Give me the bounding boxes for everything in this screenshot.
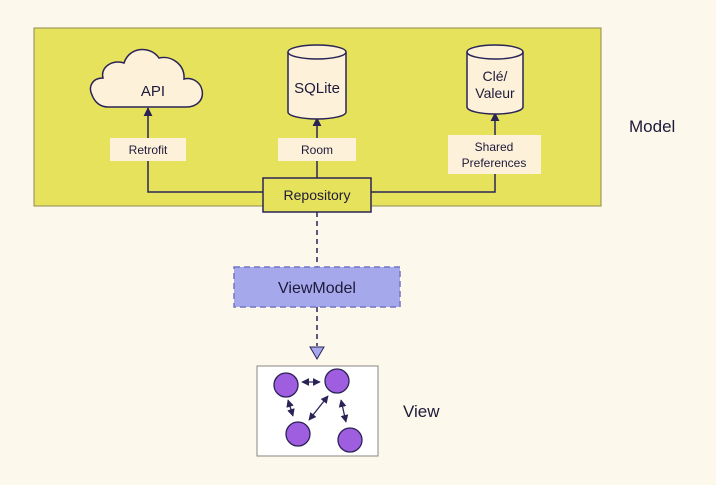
viewmodel-label: ViewModel bbox=[278, 280, 356, 297]
view-node-c bbox=[285, 421, 311, 447]
view-node-d bbox=[337, 427, 363, 453]
repository-label: Repository bbox=[284, 187, 351, 203]
view-node-a bbox=[273, 372, 299, 398]
viewmodel-box: ViewModel bbox=[233, 266, 401, 308]
link-b-c bbox=[308, 395, 329, 421]
connector-to-api bbox=[143, 107, 263, 193]
room-tag: Room bbox=[278, 138, 356, 161]
room-label: Room bbox=[301, 143, 333, 157]
model-layer-label: Model bbox=[629, 117, 675, 136]
link-b-d bbox=[338, 399, 349, 423]
sqlite-label: SQLite bbox=[294, 80, 340, 97]
api-label: API bbox=[141, 83, 165, 100]
shared-preferences-tag: Shared Preferences bbox=[448, 135, 541, 174]
retrofit-tag: Retrofit bbox=[110, 138, 186, 161]
link-a-c bbox=[286, 399, 295, 417]
observe-triangle-icon bbox=[309, 346, 325, 360]
key-value-store: Clé/ Valeur bbox=[466, 44, 524, 115]
view-node-links bbox=[286, 378, 349, 423]
view-nodes bbox=[273, 368, 363, 453]
retrofit-label: Retrofit bbox=[129, 143, 168, 157]
repository-box: Repository bbox=[262, 177, 372, 213]
kv-label-line2: Valeur bbox=[475, 85, 515, 101]
sqlite-database: SQLite bbox=[287, 44, 347, 120]
shared-label-line1: Shared bbox=[475, 140, 514, 154]
kv-label-line1: Clé/ bbox=[483, 68, 508, 84]
view-node-b bbox=[324, 368, 350, 394]
view-layer-label: View bbox=[403, 402, 440, 421]
api-cloud: API bbox=[89, 48, 204, 108]
shared-label-line2: Preferences bbox=[462, 156, 527, 170]
